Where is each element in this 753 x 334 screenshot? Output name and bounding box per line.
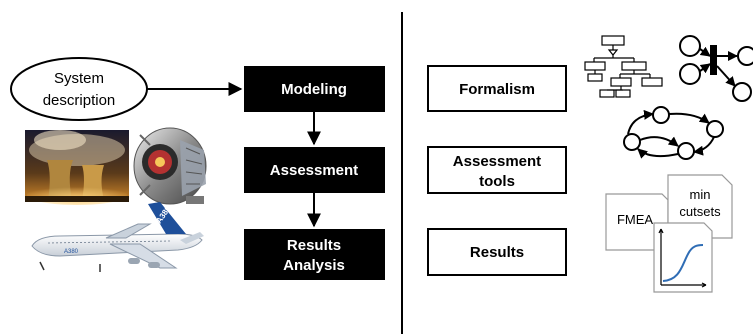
modeling-rect xyxy=(244,66,385,112)
system-description-line2: description xyxy=(43,92,116,109)
assessment-tools-line2: tools xyxy=(479,173,515,190)
results-label: Results xyxy=(470,244,524,261)
assessment-box: Assessment xyxy=(244,147,385,193)
airplane-photo-icon: A380 A380 xyxy=(31,202,204,272)
system-description-node: System description xyxy=(10,57,148,121)
svg-text:A380: A380 xyxy=(64,249,79,255)
results-analysis-rect xyxy=(244,229,385,280)
assessment-rect xyxy=(244,147,385,193)
formalism-box: Formalism xyxy=(427,65,567,112)
results-analysis-line1: Results xyxy=(287,237,341,254)
power-plant-photo-icon xyxy=(25,130,129,205)
system-description-ellipse xyxy=(10,57,148,121)
results-rect xyxy=(427,228,567,276)
petri-net-icon xyxy=(679,35,753,102)
results-analysis-line2: Analysis xyxy=(283,257,345,274)
assessment-label: Assessment xyxy=(270,162,358,179)
formalism-label: Formalism xyxy=(459,81,535,98)
min-cutsets-line2: cutsets xyxy=(679,204,721,219)
min-cutsets-line1: min xyxy=(690,187,711,202)
formalism-rect xyxy=(427,65,567,112)
assessment-tools-line1: Assessment xyxy=(453,153,541,170)
fmea-document: FMEA xyxy=(605,193,669,251)
system-description-line1: System xyxy=(54,70,104,87)
assessment-tools-box: Assessment tools xyxy=(427,146,567,194)
curve-chart-icon xyxy=(653,222,713,293)
results-analysis-box: Results Analysis xyxy=(244,229,385,280)
modeling-box: Modeling xyxy=(244,66,385,112)
turbine-engine-photo-icon xyxy=(133,127,207,205)
markov-chain-icon xyxy=(623,106,724,160)
fault-tree-icon xyxy=(584,35,663,98)
assessment-tools-rect xyxy=(427,146,567,194)
modeling-label: Modeling xyxy=(281,81,347,98)
fmea-label: FMEA xyxy=(617,212,653,227)
results-box: Results xyxy=(427,228,567,276)
